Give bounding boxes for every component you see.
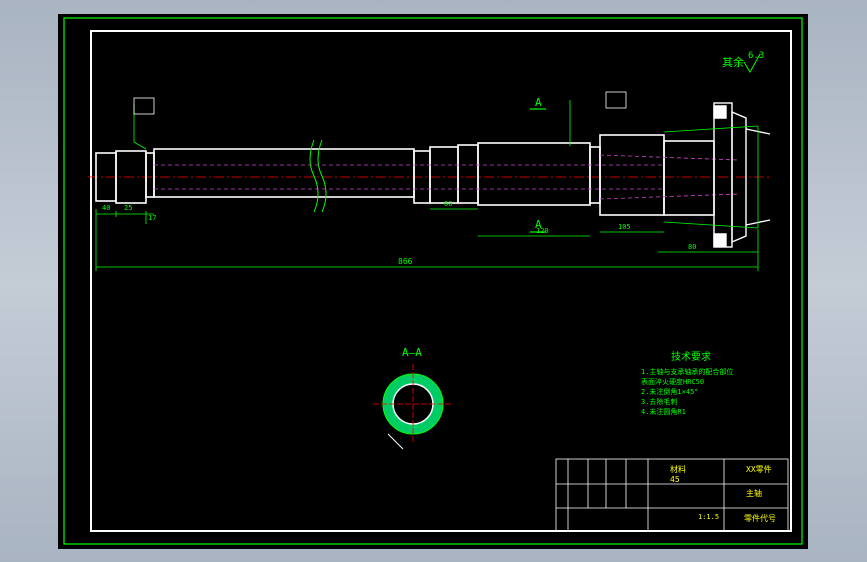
title-drawing-type: 零件代号	[744, 513, 776, 523]
svg-text:80: 80	[688, 243, 696, 251]
title-block	[555, 458, 789, 532]
dimension-lines	[95, 100, 759, 271]
section-view	[373, 364, 453, 450]
svg-text:技术要求: 技术要求	[671, 350, 711, 363]
svg-text:A: A	[535, 96, 542, 109]
svg-text:866: 866	[398, 257, 413, 266]
svg-text:A: A	[535, 218, 542, 231]
title-part-name: 主轴	[746, 488, 762, 498]
tolerance-frames	[133, 91, 627, 115]
shaft-outline	[95, 134, 715, 216]
svg-text:17: 17	[148, 214, 156, 222]
title-scale: 1:1.5	[698, 513, 719, 521]
drawing-viewport[interactable]: 其余 6.3 A	[58, 14, 808, 549]
svg-text:105: 105	[618, 223, 631, 231]
svg-text:25: 25	[124, 204, 132, 212]
title-code: XX零件	[746, 464, 772, 474]
svg-text:40: 40	[102, 204, 110, 212]
taper-lines	[663, 125, 759, 229]
bore-hidden-lines	[154, 154, 739, 200]
surface-finish-label: 其余	[722, 55, 744, 69]
flange	[713, 102, 771, 248]
title-material-label: 材料	[670, 464, 686, 474]
technical-notes: 技术要求 1.主轴与支承轴承的配合部位 表面淬火硬度HRC50 2.未注倒角1×…	[641, 350, 733, 416]
svg-text:2.未注倒角1×45°: 2.未注倒角1×45°	[641, 387, 699, 396]
svg-text:60: 60	[444, 200, 452, 208]
svg-text:4.未注圆角R1: 4.未注圆角R1	[641, 407, 686, 416]
surface-finish-value: 6.3	[748, 51, 764, 61]
surface-finish-symbol	[743, 53, 761, 73]
svg-text:3.去除毛刺: 3.去除毛刺	[641, 397, 677, 406]
section-a-markers: A A	[530, 96, 546, 233]
section-label: A—A	[402, 346, 422, 359]
svg-text:120: 120	[536, 227, 549, 235]
break-symbol	[309, 139, 327, 213]
svg-text:1.主轴与支承轴承的配合部位: 1.主轴与支承轴承的配合部位	[641, 367, 733, 376]
cad-drawing: 其余 6.3 A	[63, 17, 803, 545]
inner-frame	[90, 30, 792, 532]
svg-text:表面淬火硬度HRC50: 表面淬火硬度HRC50	[641, 377, 704, 386]
outer-frame	[63, 17, 803, 545]
title-material: 45	[670, 475, 680, 484]
dimension-texts: 866 40 25 17 120 105 60 80	[102, 200, 696, 266]
